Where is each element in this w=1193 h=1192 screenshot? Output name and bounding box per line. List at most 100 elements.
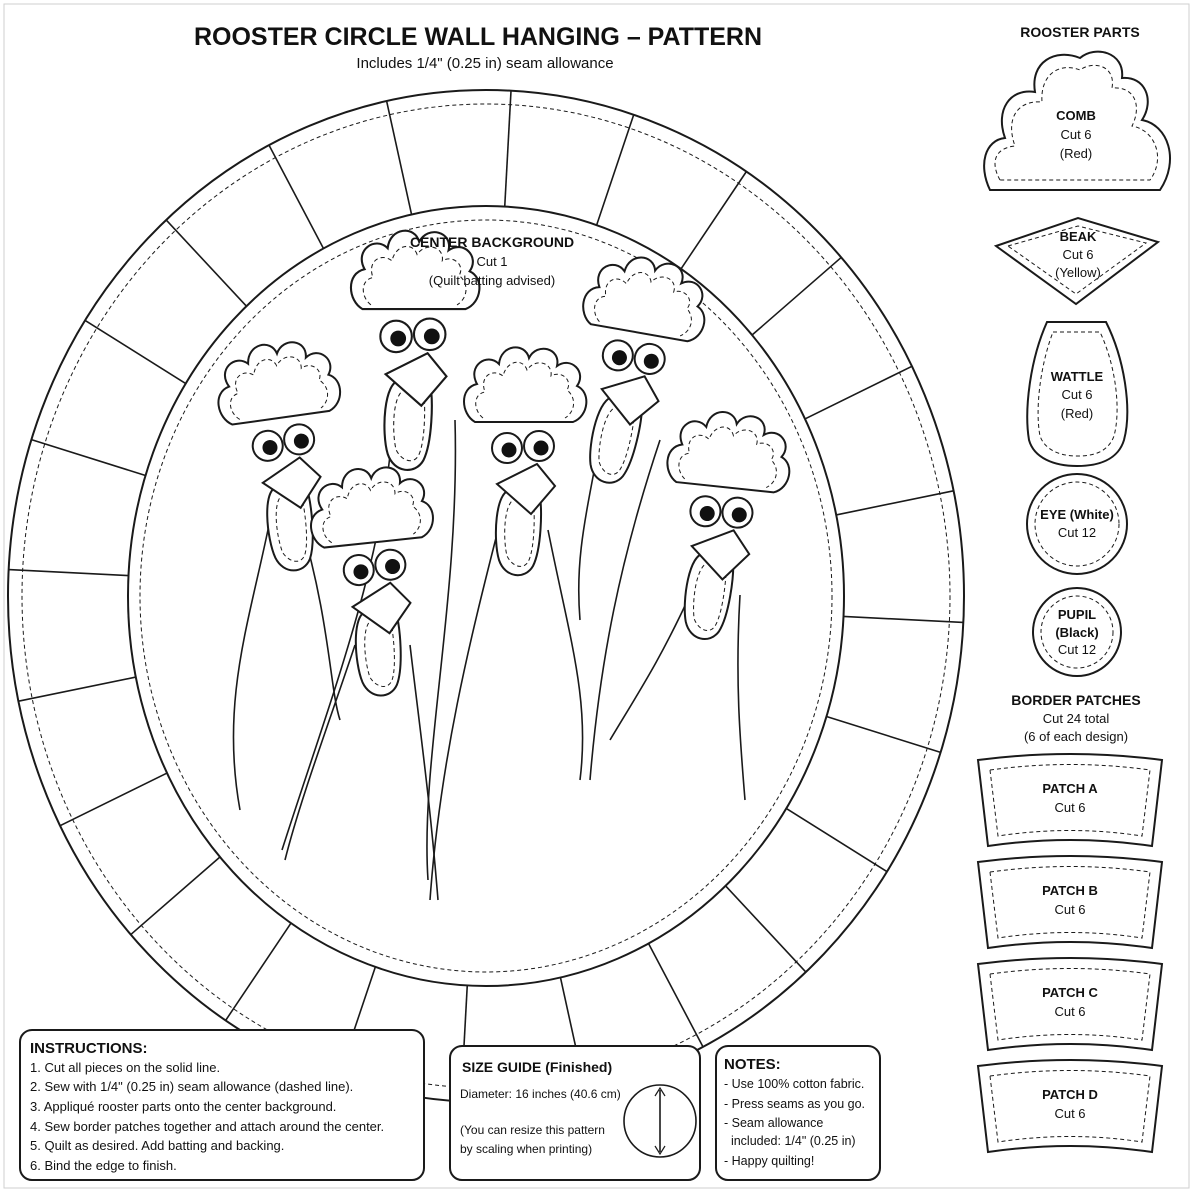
border-divider [680, 171, 748, 270]
patch-cut: Cut 6 [1054, 902, 1085, 917]
size-circle-icon [623, 1084, 697, 1158]
wattle-cut: Cut 6 [1061, 387, 1092, 402]
pupil-cut: Cut 12 [1058, 642, 1096, 657]
border-segments [8, 90, 964, 1102]
note-item: - Press seams as you go. [724, 1097, 865, 1111]
eye-piece: EYE (White) Cut 12 [1026, 473, 1128, 575]
border-patches-cut: Cut 24 total [1043, 711, 1110, 726]
comb-color: (Red) [1060, 146, 1093, 161]
pupil [385, 559, 401, 575]
comb [463, 346, 588, 423]
patch-c: PATCH C Cut 6 [976, 957, 1164, 1052]
pupil-label: PUPIL [1058, 607, 1096, 622]
instruction-step: 6. Bind the edge to finish. [30, 1158, 177, 1173]
pupil [390, 330, 407, 347]
beak [261, 456, 322, 510]
rooster [284, 466, 439, 901]
center-cut: Cut 1 [476, 254, 507, 269]
border-divider [31, 438, 146, 477]
eye-label: EYE (White) [1040, 507, 1114, 522]
border-divider [647, 943, 704, 1048]
wattle-label: WATTLE [1051, 369, 1104, 384]
border-patches-note: (6 of each design) [1024, 729, 1128, 744]
pupil [699, 505, 715, 521]
border-divider [595, 114, 635, 226]
comb-cut: Cut 6 [1060, 127, 1091, 142]
note-item: - Seam allowance [724, 1116, 823, 1130]
note-item: included: 1/4" (0.25 in) [724, 1134, 856, 1148]
instruction-step: 3. Appliqué rooster parts onto the cente… [30, 1099, 336, 1114]
patch-label: PATCH A [1042, 781, 1098, 796]
center-heading: CENTER BACKGROUND [410, 234, 574, 250]
border-divider [785, 807, 888, 873]
border-divider [826, 715, 941, 754]
instructions-box: INSTRUCTIONS: 1. Cut all pieces on the s… [19, 1029, 425, 1181]
patch-label: PATCH C [1042, 985, 1098, 1000]
patch-cut: Cut 6 [1054, 800, 1085, 815]
rooster-parts-heading: ROOSTER PARTS [1020, 24, 1140, 40]
patch-label: PATCH D [1042, 1087, 1098, 1102]
pupil [643, 353, 659, 369]
pupil [423, 328, 440, 345]
size-guide-note-1: (You can resize this pattern [460, 1123, 605, 1137]
border-divider [804, 365, 913, 420]
patch-cut: Cut 6 [1054, 1106, 1085, 1121]
wall-hanging-circle [7, 89, 965, 1103]
border-divider [165, 219, 248, 307]
notes-box: NOTES: - Use 100% cotton fabric. - Press… [715, 1045, 881, 1181]
beak [350, 581, 412, 635]
patch-d: PATCH D Cut 6 [976, 1059, 1164, 1154]
border-divider [8, 568, 129, 577]
rooster [217, 341, 342, 811]
pupil [731, 507, 747, 523]
rooster [429, 346, 588, 901]
patch-label: PATCH B [1042, 883, 1098, 898]
border-divider [130, 856, 221, 936]
beak-color: (Yellow) [1055, 265, 1101, 280]
comb [582, 256, 706, 343]
patch-a: PATCH A Cut 6 [976, 753, 1164, 848]
comb [666, 411, 791, 494]
beak [495, 462, 557, 516]
comb [349, 229, 481, 311]
notes-heading: NOTES: [724, 1056, 781, 1073]
wattle-piece: WATTLE Cut 6 (Red) [1026, 321, 1129, 468]
rooster-head [217, 341, 342, 572]
note-item: - Happy quilting! [724, 1154, 814, 1168]
comb [310, 466, 434, 549]
rooster [609, 411, 791, 801]
comb-label: COMB [1056, 108, 1096, 123]
rooster-head [349, 229, 481, 471]
border-patches-heading: BORDER PATCHES [1011, 692, 1140, 708]
pupil [611, 350, 627, 366]
pupil-color: (Black) [1055, 625, 1098, 640]
border-divider [18, 676, 136, 702]
note-item: - Use 100% cotton fabric. [724, 1077, 864, 1091]
rooster [281, 229, 481, 881]
wattle-color: (Red) [1061, 406, 1094, 421]
size-guide-diameter: Diameter: 16 inches (40.6 cm) [460, 1087, 621, 1101]
beak-cut: Cut 6 [1062, 247, 1093, 262]
border-divider [224, 922, 292, 1021]
instructions-heading: INSTRUCTIONS: [30, 1040, 148, 1057]
roosters [217, 229, 791, 901]
beak [383, 351, 448, 408]
patch-cut: Cut 6 [1054, 1004, 1085, 1019]
pupil [533, 440, 549, 456]
pupil [501, 442, 517, 458]
size-guide-note-2: by scaling when printing) [460, 1142, 592, 1156]
comb [217, 341, 342, 426]
rooster-head [463, 346, 588, 576]
border-divider [385, 100, 413, 215]
pupil [262, 440, 278, 456]
instruction-step: 4. Sew border patches together and attac… [30, 1119, 384, 1134]
size-guide-box: SIZE GUIDE (Finished) Diameter: 16 inche… [449, 1045, 701, 1181]
border-divider [751, 256, 842, 336]
pupil [293, 433, 309, 449]
instruction-step: 1. Cut all pieces on the solid line. [30, 1060, 220, 1075]
border-divider [84, 319, 187, 385]
comb-piece: COMB Cut 6 (Red) [983, 50, 1171, 191]
pupil [353, 564, 369, 580]
beak-piece: BEAK Cut 6 (Yellow) [993, 216, 1161, 306]
